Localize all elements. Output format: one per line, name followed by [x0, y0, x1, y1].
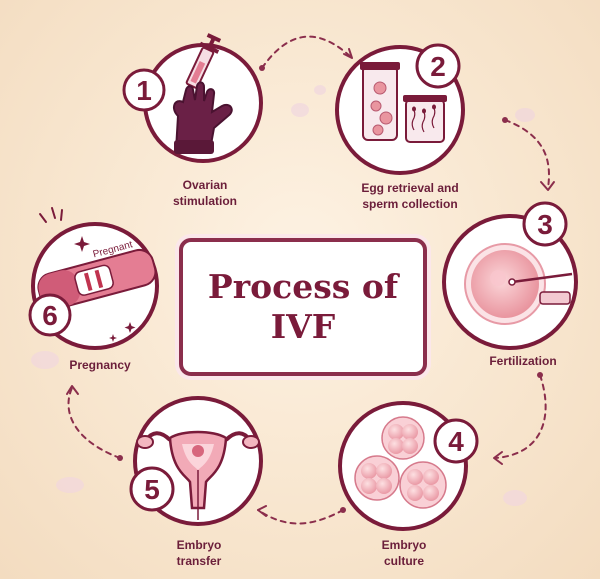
title-card: Process of IVF	[179, 238, 427, 376]
step-number-5: 5	[129, 466, 175, 512]
uterus-icon	[136, 430, 260, 520]
step-2-label-line1: Egg retrieval and	[361, 181, 459, 195]
step-5-number-text: 5	[144, 474, 160, 505]
step-1-label-line2: stimulation	[172, 194, 237, 208]
step-3-label: Fertilization	[468, 353, 578, 369]
step-6-label: Pregnancy	[45, 357, 155, 373]
step-5-label: Embryo transfer	[144, 537, 254, 569]
step-1-label-line1: Ovarian	[182, 178, 228, 192]
step-6-label-line1: Pregnancy	[69, 358, 131, 372]
arrow-1-to-2	[261, 35, 353, 69]
embryo-cluster-right	[399, 461, 447, 509]
step-4-label-line1: Embryo	[381, 538, 427, 552]
step-number-1: 1	[122, 68, 166, 112]
step-4-number-text: 4	[448, 426, 464, 457]
step-number-3: 3	[522, 201, 568, 247]
step-5-label-line2: transfer	[176, 554, 222, 568]
title-line-1: Process of	[207, 267, 399, 306]
title-line-2: IVF	[270, 307, 336, 346]
step-number-4: 4	[433, 418, 479, 464]
step-1-circle	[143, 33, 263, 163]
embryo-cluster-top	[381, 416, 425, 460]
arrow-3-to-4	[494, 374, 547, 459]
egg-injection-icon	[464, 243, 573, 325]
arrow-4-to-5	[257, 509, 344, 525]
step-6-number-text: 6	[42, 300, 58, 331]
step-3-label-line1: Fertilization	[489, 354, 557, 368]
step-4-label-line2: culture	[383, 554, 424, 568]
embryo-cells-icon	[354, 416, 447, 509]
step-number-2: 2	[415, 43, 461, 89]
step-1-number-text: 1	[136, 75, 152, 106]
embryo-cluster-left	[354, 455, 400, 501]
specimen-jars-icon	[360, 62, 447, 143]
step-5-label-line1: Embryo	[176, 538, 222, 552]
step-1-label: Ovarian stimulation	[150, 177, 260, 209]
arrow-5-to-6	[67, 387, 121, 459]
step-3-circle	[442, 214, 578, 350]
step-number-6: 6	[28, 293, 72, 337]
pregnancy-test-icon: Pregnant	[37, 207, 157, 342]
arrow-2-to-3	[504, 119, 550, 189]
step-3-number-text: 3	[537, 209, 553, 240]
arrow-heads	[66, 48, 555, 517]
step-2-number-text: 2	[430, 51, 446, 82]
step-2-label: Egg retrieval and sperm collection	[335, 180, 485, 212]
background-decoration	[31, 85, 535, 506]
step-2-label-line2: sperm collection	[362, 197, 458, 211]
step-4-label: Embryo culture	[349, 537, 459, 569]
syringe-glove-icon	[172, 33, 233, 154]
arrow-endpoints	[117, 65, 543, 513]
